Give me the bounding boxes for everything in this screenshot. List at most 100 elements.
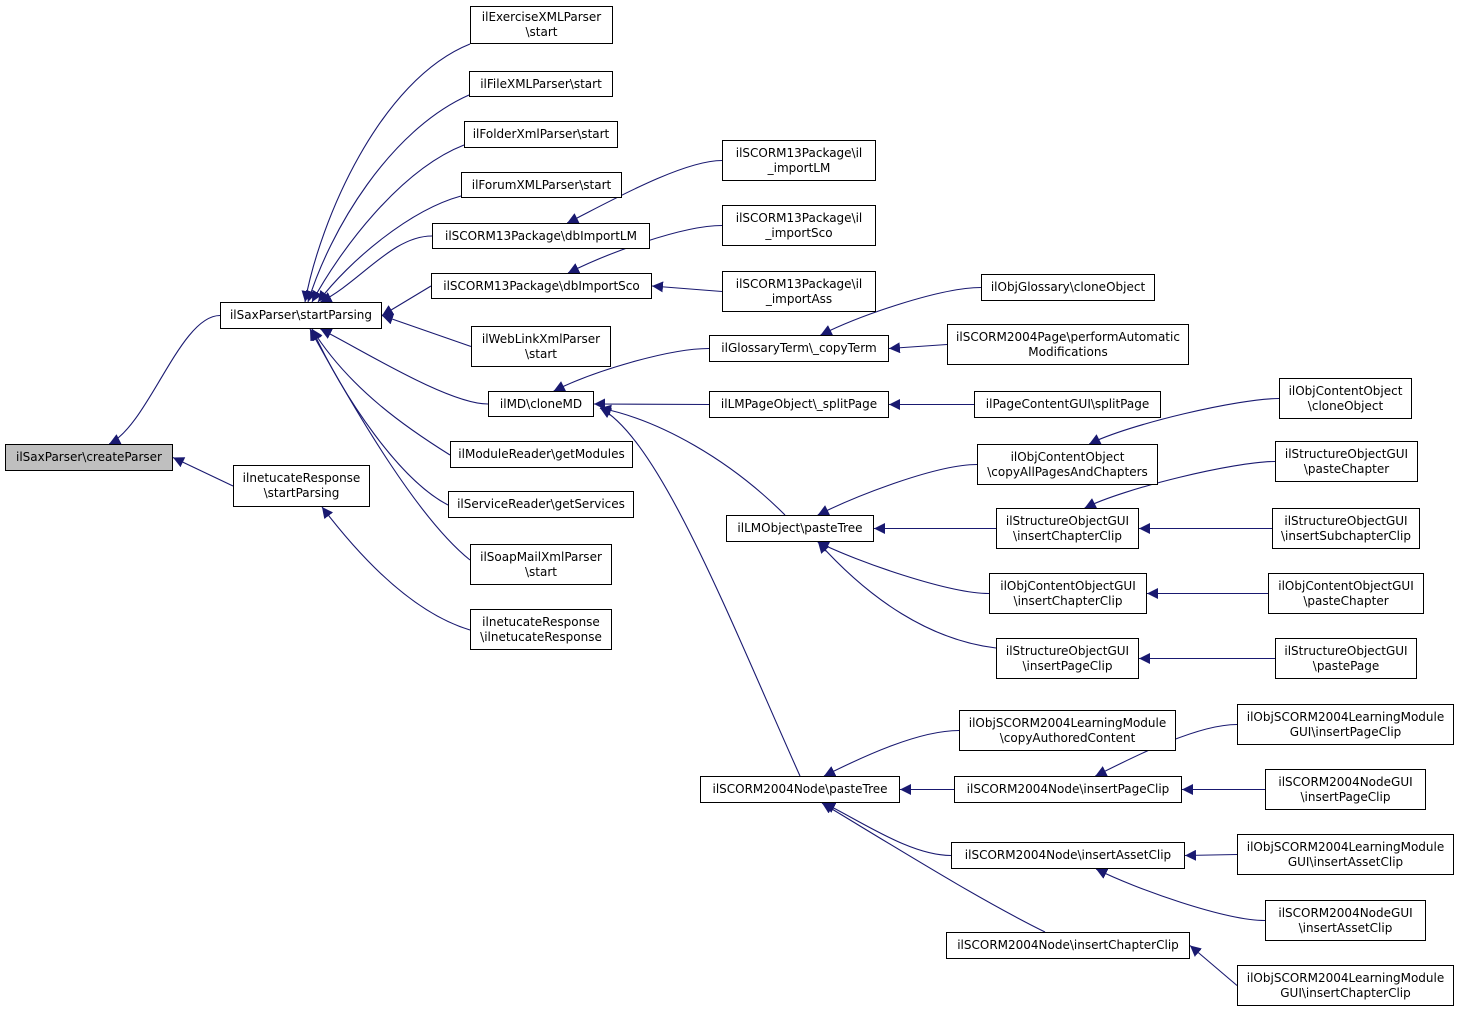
edge-exercise-to-startParsing <box>301 43 471 303</box>
node-label-line: ilSCORM2004Node\pasteTree <box>712 782 888 796</box>
edge-netResponseStart-to-createParser <box>172 457 234 487</box>
edge-dbImportLM-to-startParsing <box>320 235 433 303</box>
node-label-line: ilObjSCORM2004LearningModule <box>1246 839 1445 854</box>
node-label-line: ilnetucateResponse <box>482 614 600 629</box>
edge-performAuto-to-glossaryCopyTerm <box>888 342 948 354</box>
node-folderXml[interactable]: ilFolderXmlParser\start <box>464 121 618 148</box>
edge-lmPasteTree-to-cloneMD <box>599 404 786 516</box>
node-forumXml[interactable]: ilForumXMLParser\start <box>461 172 622 198</box>
edge-moduleReader-to-startParsing <box>311 328 451 456</box>
edge-glossaryClone-to-glossaryCopyTerm <box>820 286 982 336</box>
node-startParsing[interactable]: ilSaxParser\startParsing <box>220 302 382 329</box>
node-label-line: ilFolderXmlParser\start <box>472 127 610 141</box>
edge-lmGuiInsertAsset-to-nodeInsertAsset <box>1184 849 1238 861</box>
edge-structInsertPage-to-lmPasteTree <box>817 541 997 649</box>
node-label-line: ilWebLinkXmlParser <box>481 331 601 346</box>
node-label-line: \pasteChapter <box>1303 593 1389 608</box>
edge-fileXml-to-startParsing <box>305 94 470 303</box>
node-serviceReader[interactable]: ilServiceReader\getServices <box>448 491 634 518</box>
node-label-line: ilSCORM2004Node\insertAssetClip <box>964 848 1172 862</box>
node-label-line: ilExerciseXMLParser <box>481 10 602 24</box>
node-structInsertSub[interactable]: ilStructureObjectGUI\insertSubchapterCli… <box>1272 508 1420 549</box>
node-structPasteChapter[interactable]: ilStructureObjectGUI\pasteChapter <box>1275 441 1418 482</box>
node-nodeInsertPage[interactable]: ilSCORM2004Node\insertPageClip <box>954 776 1182 803</box>
node-netResponseStart[interactable]: ilnetucateResponse\startParsing <box>233 465 370 507</box>
edge-soapMail-to-startParsing <box>309 328 471 561</box>
node-lmSplitPage[interactable]: ilLMPageObject\_splitPage <box>709 391 889 418</box>
node-label-line: ilServiceReader\getServices <box>457 497 625 511</box>
node-label-line: ilFileXMLParser\start <box>480 76 602 91</box>
node-label-line: ilSCORM13Package\dbImportLM <box>445 228 637 243</box>
node-cobjPasteChapter[interactable]: ilObjContentObjectGUI\pasteChapter <box>1268 573 1424 614</box>
node-exercise[interactable]: ilExerciseXMLParser\start <box>470 6 613 44</box>
node-label-line: ilMD\cloneMD <box>499 396 583 411</box>
node-label-line: ilObjSCORM2004LearningModule <box>1246 970 1445 985</box>
node-label-line: \start <box>525 564 557 579</box>
node-label-line: Modifications <box>1028 344 1108 359</box>
node-scormPasteTree[interactable]: ilSCORM2004Node\pasteTree <box>700 776 900 803</box>
node-nodeGuiInsertPage[interactable]: ilSCORM2004NodeGUI\insertPageClip <box>1265 769 1426 810</box>
node-importSco[interactable]: ilSCORM13Package\il_importSco <box>722 205 876 246</box>
node-lmPasteTree[interactable]: ilLMObject\pasteTree <box>726 515 874 542</box>
node-netResponseCtor[interactable]: ilnetucateResponse\ilnetucateResponse <box>470 609 612 650</box>
node-label-line: \ilnetucateResponse <box>480 629 602 644</box>
node-webLink[interactable]: ilWebLinkXmlParser\start <box>471 326 611 367</box>
node-structInsertPage[interactable]: ilStructureObjectGUI\insertPageClip <box>996 638 1139 679</box>
node-nodeGuiInsertAsset[interactable]: ilSCORM2004NodeGUI\insertAssetClip <box>1265 900 1426 941</box>
node-moduleReader[interactable]: ilModuleReader\getModules <box>450 441 633 468</box>
node-pcSplitPage[interactable]: ilPageContentGUI\splitPage <box>974 391 1161 418</box>
edge-nodeInsertAsset-to-scormPasteTree <box>823 802 952 857</box>
node-label-line: ilSoapMailXmlParser <box>480 549 602 564</box>
node-label-line: ilStructureObjectGUI <box>1005 643 1130 658</box>
edge-nodeInsertChapter-to-scormPasteTree <box>821 802 1046 933</box>
node-glossaryCopyTerm[interactable]: ilGlossaryTerm\_copyTerm <box>709 335 889 362</box>
node-cobjClone[interactable]: ilObjContentObject\cloneObject <box>1279 378 1412 419</box>
node-label-line: _importLM <box>767 160 831 175</box>
node-label-line: ilSCORM13Package\il <box>735 145 863 160</box>
node-label-line: ilSCORM2004NodeGUI <box>1278 905 1413 920</box>
node-cobjInsertChapter[interactable]: ilObjContentObjectGUI\insertChapterClip <box>989 573 1147 614</box>
node-structPastePage[interactable]: ilStructureObjectGUI\pastePage <box>1275 638 1417 679</box>
node-copyAuthored[interactable]: ilObjSCORM2004LearningModule\copyAuthore… <box>959 710 1176 751</box>
node-cloneMD[interactable]: ilMD\cloneMD <box>488 391 594 417</box>
node-label-line: ilForumXMLParser\start <box>471 177 612 192</box>
node-label-line: \insertAssetClip <box>1298 920 1393 935</box>
node-label-line: \insertPageClip <box>1022 658 1113 673</box>
node-fileXml[interactable]: ilFileXMLParser\start <box>469 71 613 97</box>
node-label-line: ilnetucateResponse <box>242 471 361 485</box>
node-nodeInsertAsset[interactable]: ilSCORM2004Node\insertAssetClip <box>951 842 1185 869</box>
node-label-line: ilSaxParser\createParser <box>16 450 162 464</box>
node-importLM[interactable]: ilSCORM13Package\il_importLM <box>722 140 876 181</box>
node-copyAllPages[interactable]: ilObjContentObject\copyAllPagesAndChapte… <box>977 444 1158 485</box>
node-dbImportLM[interactable]: ilSCORM13Package\dbImportLM <box>432 223 650 249</box>
edge-copyAuthored-to-scormPasteTree <box>823 729 960 777</box>
node-label-line: GUI\insertPageClip <box>1289 724 1402 739</box>
edge-nodeGuiInsertAsset-to-nodeInsertAsset <box>1095 868 1266 922</box>
node-label-line: \start <box>525 25 558 39</box>
node-label-line: \insertSubchapterClip <box>1281 528 1411 543</box>
edge-importLM-to-dbImportLM <box>566 159 723 224</box>
node-glossaryClone[interactable]: ilObjGlossary\cloneObject <box>981 274 1155 301</box>
node-label-line: \insertPageClip <box>1300 789 1391 804</box>
node-label-line: \startParsing <box>263 486 340 500</box>
node-label-line: ilObjContentObjectGUI <box>1000 578 1136 593</box>
edge-glossaryCopyTerm-to-cloneMD <box>553 347 710 392</box>
node-label-line: \insertChapterClip <box>1013 593 1123 608</box>
node-importAss[interactable]: ilSCORM13Package\il_importAss <box>722 271 876 312</box>
edge-scormPasteTree-to-cloneMD <box>599 407 801 777</box>
node-label-line: ilObjContentObject <box>1288 383 1403 398</box>
node-createParser[interactable]: ilSaxParser\createParser <box>5 444 173 471</box>
node-label-line: ilSCORM2004Node\insertChapterClip <box>957 938 1179 952</box>
node-nodeInsertChapter[interactable]: ilSCORM2004Node\insertChapterClip <box>946 932 1190 959</box>
node-soapMail[interactable]: ilSoapMailXmlParser\start <box>470 544 612 585</box>
node-structInsertChapter[interactable]: ilStructureObjectGUI\insertChapterClip <box>996 508 1139 549</box>
node-dbImportSco[interactable]: ilSCORM13Package\dbImportSco <box>431 273 652 299</box>
node-label-line: ilLMObject\pasteTree <box>737 521 863 535</box>
node-label-line: ilObjContentObject <box>1010 449 1125 464</box>
node-label-line: ilStructureObjectGUI <box>1284 513 1408 528</box>
